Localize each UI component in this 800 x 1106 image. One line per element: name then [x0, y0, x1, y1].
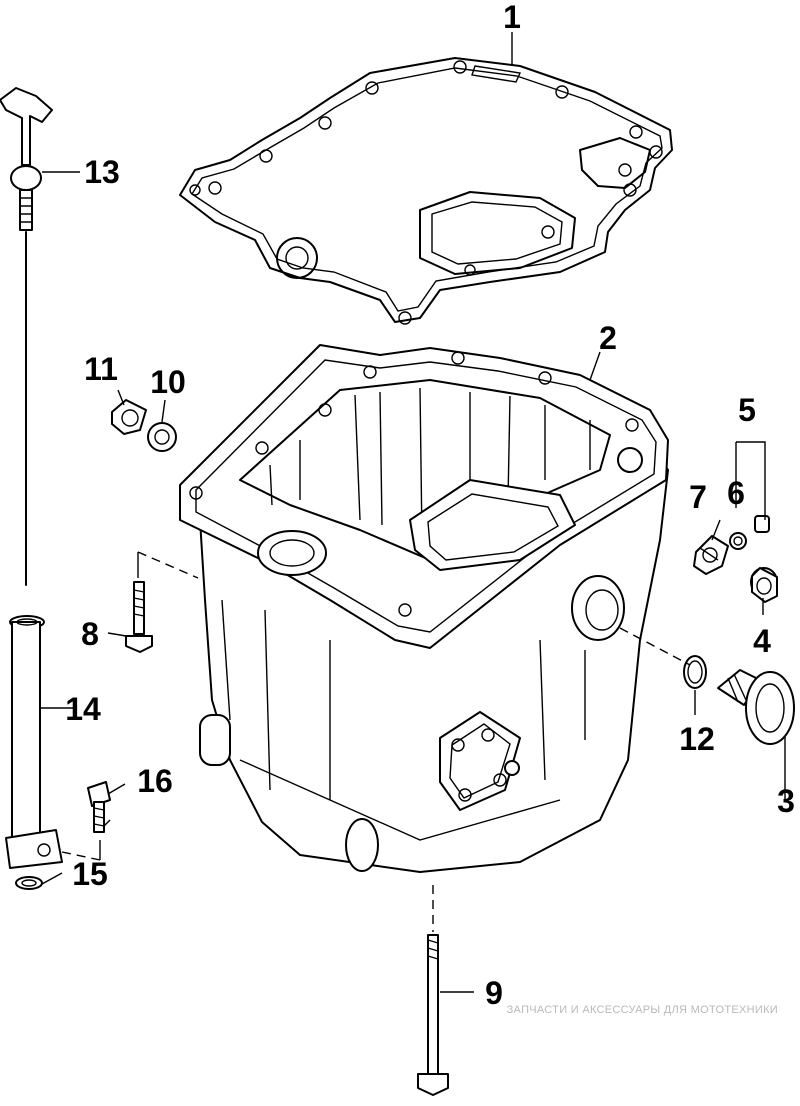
callout-6: 6: [727, 475, 745, 511]
drain-plug-part-3: [717, 669, 795, 745]
callout-2: 2: [599, 320, 617, 356]
o-ring-part-15: [15, 876, 43, 890]
callout-13: 13: [84, 154, 120, 190]
cap-part-4: [750, 567, 778, 603]
o-ring-part-12: [683, 655, 707, 689]
washer-part-6: [729, 532, 747, 550]
bolt-part-16: [87, 781, 111, 833]
callout-15: 15: [72, 856, 108, 892]
callout-7: 7: [689, 479, 707, 515]
watermark-tagline: ЗАПЧАСТИ И АКСЕССУАРЫ ДЛЯ МОТОТЕХНИКИ: [507, 1004, 778, 1016]
plug-part-5: [754, 515, 770, 533]
callout-labels: 1 2 3 4 5 6 7 8 9 10 11 12 13 14 15 16: [65, 0, 795, 1011]
callout-5: 5: [738, 392, 756, 428]
callout-16: 16: [137, 763, 173, 799]
bolt-part-9: [417, 934, 449, 1096]
gasket-part-1: [179, 57, 673, 325]
callout-1: 1: [503, 0, 521, 35]
guide-tube-part-14: [5, 615, 63, 869]
callout-9: 9: [485, 975, 503, 1011]
plug-part-11: [111, 399, 147, 435]
watermark: ЗАПЧАСТИ И АКСЕССУАРЫ ДЛЯ МОТОТЕХНИКИ: [507, 1004, 778, 1016]
assembly-lines: [61, 551, 691, 932]
leader-lines: [40, 32, 786, 993]
callout-12: 12: [679, 721, 715, 757]
oil-pan-part-2: [179, 344, 669, 873]
callout-8: 8: [81, 616, 99, 652]
callout-11: 11: [84, 351, 118, 387]
callout-4: 4: [753, 623, 771, 659]
fitting-part-7: [693, 535, 729, 575]
washer-part-10: [147, 422, 177, 452]
callout-10: 10: [150, 364, 186, 400]
callout-3: 3: [777, 783, 795, 819]
dipstick-part-13: [0, 87, 53, 586]
bolt-part-8: [125, 581, 153, 653]
callout-14: 14: [65, 691, 101, 727]
